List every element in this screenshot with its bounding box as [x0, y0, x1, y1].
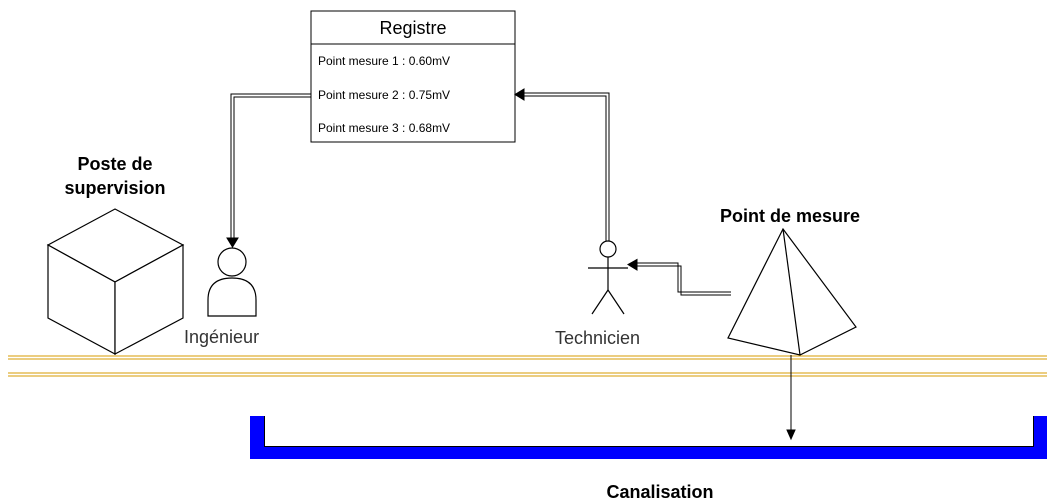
arrow-measure-to-pipeline	[786, 355, 796, 441]
arrow-measure-to-technician	[627, 258, 731, 296]
supervision-cube-icon	[46, 208, 185, 356]
engineer-label: Ingénieur	[184, 327, 260, 347]
measurement-point-pyramid-icon	[727, 227, 857, 356]
supervision-label-line2: supervision	[64, 178, 166, 198]
registre-row-3: Point mesure 3 : 0.68mV	[318, 121, 451, 135]
pipeline-label: Canalisation	[606, 482, 714, 501]
registre-row-1: Point mesure 1 : 0.60mV	[318, 54, 451, 68]
pipeline-shape	[250, 416, 1047, 459]
arrow-registre-to-engineer	[226, 93, 311, 248]
ground-lines	[8, 355, 1047, 377]
engineer-user-icon	[207, 247, 257, 317]
measurement-point-label: Point de mesure	[719, 206, 861, 226]
registre-row-2: Point mesure 2 : 0.75mV	[318, 88, 451, 102]
supervision-label: Poste de supervision	[40, 152, 190, 200]
supervision-label-line1: Poste de	[77, 154, 153, 174]
registre-title: Registre	[379, 18, 447, 38]
registre-table	[310, 10, 516, 143]
technician-label: Technicien	[555, 328, 641, 348]
technician-actor-icon	[588, 240, 628, 315]
arrow-technician-to-registre	[514, 88, 610, 241]
